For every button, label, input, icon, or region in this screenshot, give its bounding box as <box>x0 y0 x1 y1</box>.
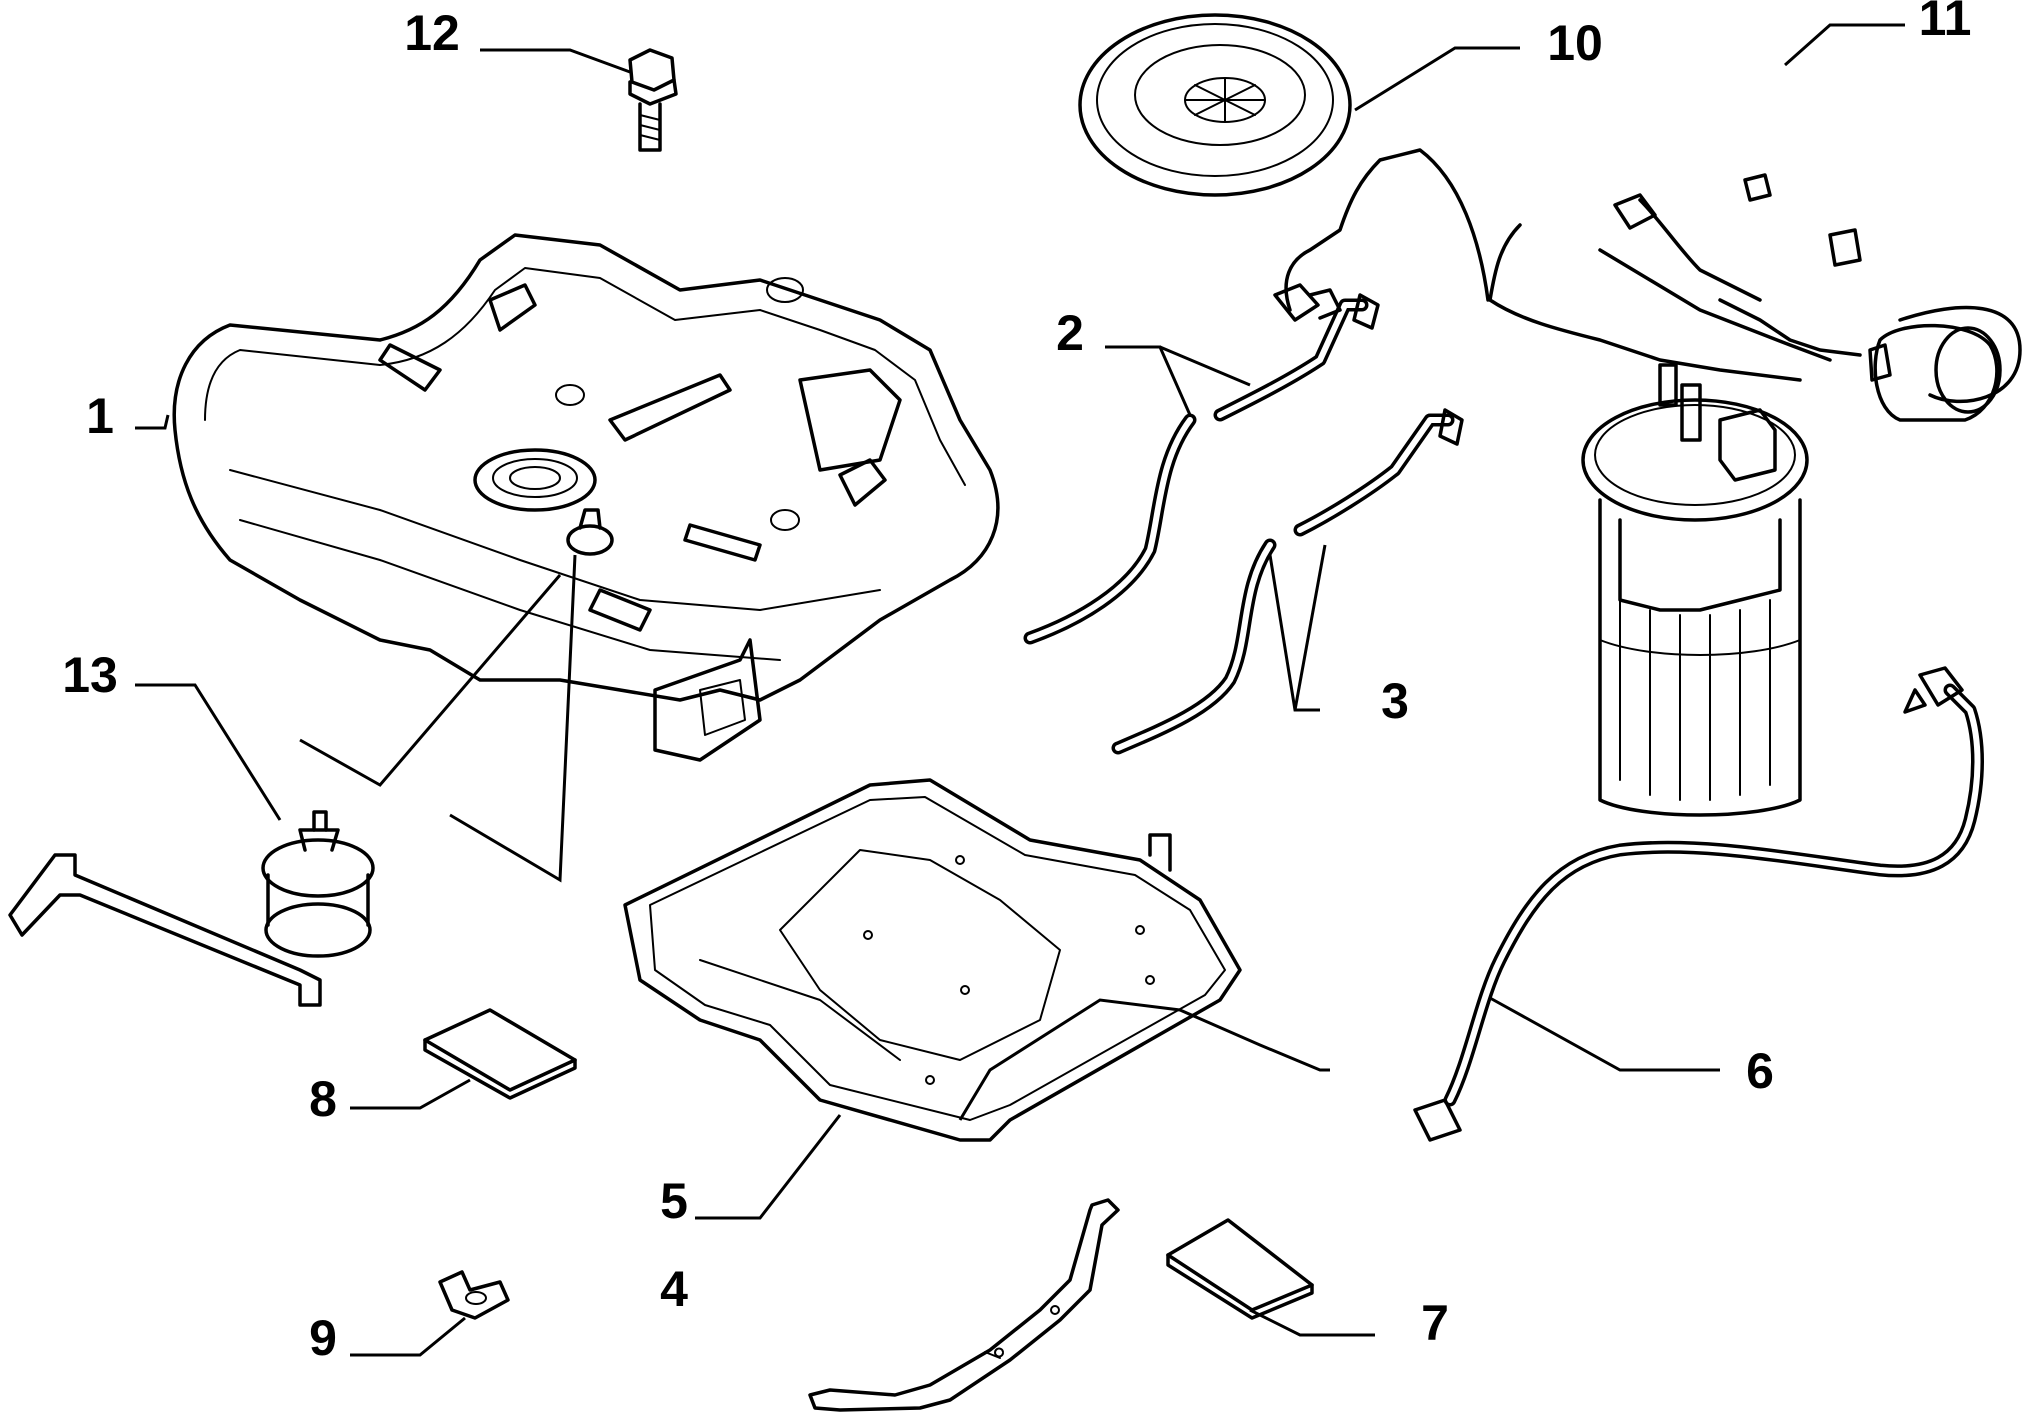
part-11-wiring-harness <box>1273 148 2022 422</box>
callout-11: 11 <box>1919 0 1972 46</box>
callout-5: 5 <box>660 1173 688 1229</box>
callout-3: 3 <box>1381 673 1409 729</box>
part-13-sender <box>8 810 375 1007</box>
callout-2: 2 <box>1056 305 1084 361</box>
callout-10: 10 <box>1547 15 1603 71</box>
part-5-tray <box>623 778 1242 1142</box>
part-7-pad <box>1166 1218 1314 1320</box>
part-2-hose <box>1023 293 1380 645</box>
part-8-pad <box>423 1008 577 1100</box>
leader-lines <box>135 23 1905 1357</box>
part-4-strap <box>808 1198 1120 1412</box>
callout-4: 4 <box>660 1261 688 1317</box>
callout-8: 8 <box>309 1071 337 1127</box>
callout-12: 12 <box>404 5 460 61</box>
part-6-cable <box>1413 666 1984 1142</box>
callout-13: 13 <box>62 647 118 703</box>
part-10-cover-ring <box>1078 13 1352 197</box>
part-3-hose <box>1111 408 1464 755</box>
callout-1: 1 <box>86 388 114 444</box>
callout-labels: 1 2 3 4 5 6 7 8 9 10 11 12 13 <box>62 0 1971 1366</box>
part-12-bolt <box>628 48 678 152</box>
callout-7: 7 <box>1421 1295 1449 1351</box>
callout-9: 9 <box>309 1310 337 1366</box>
fuel-pump-module <box>1581 363 1809 817</box>
part-9-clip <box>438 1270 510 1320</box>
callout-6: 6 <box>1746 1043 1774 1099</box>
part-1-fuel-tank <box>172 233 1000 762</box>
